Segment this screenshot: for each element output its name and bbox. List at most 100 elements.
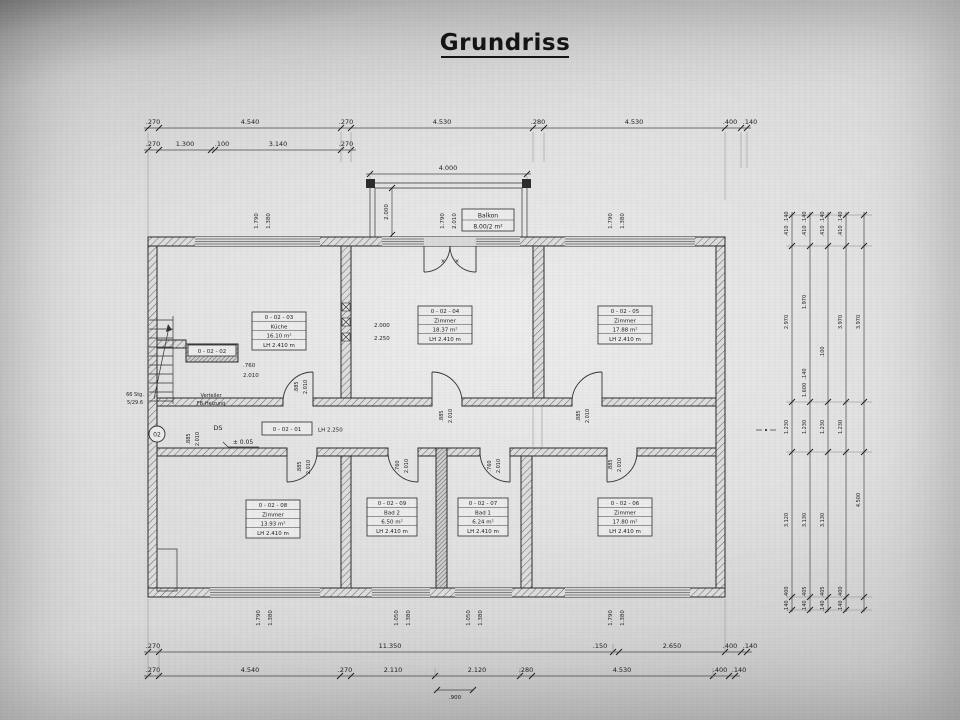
- dim-label: 1.380: [266, 213, 272, 229]
- dim-label: 1.380: [620, 213, 626, 229]
- extension-lines-top: [147, 132, 748, 236]
- dim-label: 3.130: [802, 513, 808, 527]
- dim-label: 4.530: [625, 118, 644, 126]
- ds-mark: DS: [213, 424, 222, 432]
- installation-shaft: [435, 447, 448, 589]
- dim-balcony-width: 4.000: [366, 164, 531, 184]
- dim-label: .400: [713, 666, 727, 674]
- shaft-marks: 2.000 2.250: [341, 302, 390, 342]
- dim-label: .100: [820, 346, 826, 357]
- room-area: 17.88 m²: [612, 327, 637, 334]
- dim-label: 11.350: [379, 642, 402, 650]
- corridor-id-box: [261, 421, 313, 436]
- dim-label: .280: [531, 118, 545, 126]
- dim-label: 4.000: [439, 164, 458, 172]
- dim-label: .885: [608, 459, 614, 470]
- dim-label: 2.250: [374, 336, 390, 342]
- dim-label: 4.530: [613, 666, 632, 674]
- dim-label: 2.010: [585, 409, 591, 423]
- dim-label: .280: [519, 666, 533, 674]
- dim-label: .270: [146, 666, 160, 674]
- stair-label: 5/29.6: [127, 400, 143, 406]
- right-dimension-chains: .140 .410 2.970 1.230 3.120 .400 .140 .1…: [784, 211, 872, 614]
- room-height: LH 2.410 m: [467, 529, 499, 535]
- dim-label: .885: [439, 410, 445, 421]
- dim-label: 1.230: [838, 420, 844, 434]
- room-name: Bad 2: [384, 511, 400, 517]
- balcony-area: 8.00/2 m²: [473, 224, 503, 231]
- room-area: 17.80 m²: [612, 519, 637, 526]
- dim-label: .140: [743, 642, 757, 650]
- dim-chain-bottom-2: .270 4.540 .270 2.110 2.120 .280 4.530 .…: [144, 666, 746, 680]
- room-area: 16.10 m²: [266, 333, 291, 340]
- dim-label: 1.380: [620, 610, 626, 626]
- dim-label: .140: [784, 211, 790, 222]
- interior-walls: [156, 245, 717, 592]
- verteiler-label: Verteiler: [200, 393, 222, 399]
- dim-chain-top-2: .270 1.300 .100 3.140 .270: [144, 140, 356, 154]
- dim-label: 2.000: [374, 323, 390, 329]
- dim-label: 1.050: [394, 610, 400, 626]
- room-label-zimmer-bottom-right: 0 - 02 - 06 Zimmer 17.80 m² LH 2.410 m: [597, 497, 653, 537]
- dim-label: 1.380: [268, 610, 274, 626]
- room-id: 0 - 02 - 09: [378, 501, 407, 507]
- page-title: Grundriss: [440, 30, 570, 58]
- dim-label: 2.010: [448, 409, 454, 423]
- room-name: Zimmer: [614, 319, 636, 325]
- room-name: Zimmer: [434, 319, 456, 325]
- room-id: 0 - 02 - 07: [469, 501, 498, 507]
- dim-label: 2.650: [663, 642, 682, 650]
- window-dims-bottom: 1.790 1.380 1.050 1.380 1.050 1.380 1.79…: [256, 610, 626, 626]
- room-label-bad2: 0 - 02 - 09 Bad 2 6.50 m² LH 2.410 m: [366, 497, 418, 537]
- room-label-zimmer-bottom-left: 0 - 02 - 08 Zimmer 13.93 m² LH 2.410 m: [245, 499, 301, 539]
- dim-label: .140: [743, 118, 757, 126]
- room-name: Zimmer: [614, 511, 636, 517]
- dim-label: 2.010: [195, 432, 201, 446]
- room-name: Bad 1: [475, 511, 491, 517]
- dim-label: 2.000: [384, 204, 390, 220]
- room-id: 0 - 02 - 05: [611, 309, 640, 315]
- dim-label: 3.140: [269, 140, 288, 148]
- dim-label: 2.120: [468, 666, 487, 674]
- dim-label: .760: [395, 460, 401, 471]
- room-label-kueche: 0 - 02 - 03 Küche 16.10 m² LH 2.410 m: [251, 311, 307, 351]
- dim-label: .400: [838, 586, 844, 597]
- dim-label: .150: [593, 642, 607, 650]
- dim-label: 2.110: [384, 666, 403, 674]
- dim-label: .140: [732, 666, 746, 674]
- dim-label: 2.010: [243, 373, 259, 379]
- doors: × ×: [282, 245, 638, 483]
- dim-label: .140: [838, 211, 844, 222]
- window-bottom-bad1: [455, 588, 512, 597]
- dim-label: .405: [820, 586, 826, 597]
- dim-label: .885: [576, 410, 582, 421]
- stair-arrow-head: [166, 324, 172, 332]
- door-bad2: [387, 451, 419, 483]
- dim-label: .140: [784, 600, 790, 611]
- outer-walls: [147, 236, 726, 598]
- dim-label: 2.010: [306, 460, 312, 474]
- dim-label: 2.010: [452, 213, 458, 229]
- position-circle: [148, 425, 166, 443]
- dim-label: 1.970: [802, 295, 808, 309]
- position-number: 02: [153, 432, 161, 439]
- dim-label: 4.530: [433, 118, 452, 126]
- dim-label: 2.010: [303, 380, 309, 394]
- window-top-mid-right: [476, 237, 520, 246]
- dim-chain-bottom-1: .270 11.350 .150 2.650 .400 .140: [144, 642, 757, 656]
- door-bad1: [479, 451, 511, 483]
- dim-label: .760: [487, 460, 493, 471]
- balcony-double-door: × ×: [423, 245, 477, 273]
- dim-label: .270: [146, 642, 160, 650]
- verteiler-id: 0 - 02 - 02: [198, 349, 226, 355]
- door-kueche: [282, 371, 314, 403]
- dim-label: 3.130: [820, 513, 826, 527]
- balcony-post: [522, 179, 531, 188]
- dim-chain-top-1: .270 4.540 .270 4.530 .280 4.530 .400 .1…: [144, 118, 757, 132]
- balcony-post: [366, 179, 375, 188]
- verteiler-annotations: 0 - 02 - 02 Verteiler FB-Heizung .760 2.…: [187, 344, 259, 407]
- dim-label: 3.970: [838, 315, 844, 329]
- dim-label: .140: [802, 211, 808, 222]
- dim-label: 2.970: [784, 315, 790, 329]
